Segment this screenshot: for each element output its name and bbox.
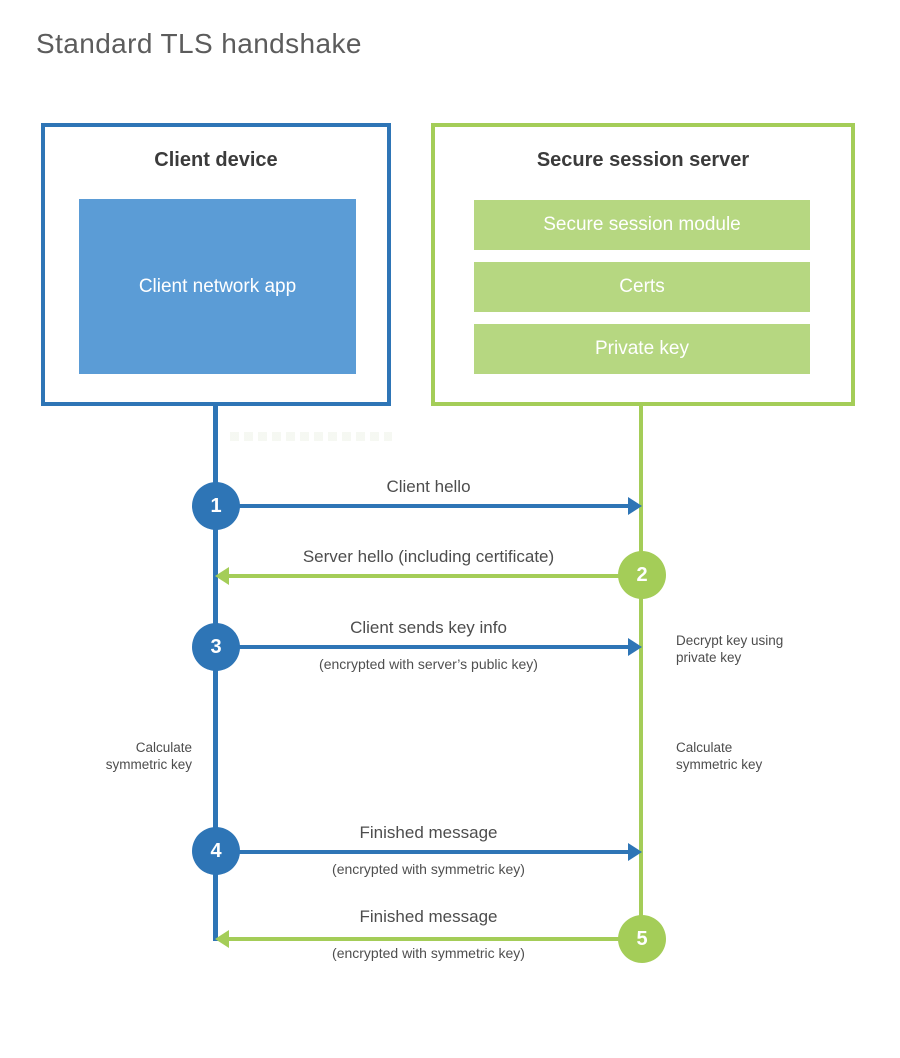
message-label: Client sends key info bbox=[350, 618, 507, 637]
message-label: Finished message bbox=[359, 823, 498, 842]
server-module-secure-session: Secure session module bbox=[474, 200, 810, 250]
arrow-shaft bbox=[228, 574, 642, 578]
step-circle: 5 bbox=[618, 915, 666, 963]
note-calculate-symmetric-right: Calculate symmetric key bbox=[676, 740, 763, 772]
message-label: Finished message bbox=[359, 907, 498, 926]
arrow-head-left-icon bbox=[215, 567, 229, 585]
message-sublabel: (encrypted with server’s public key) bbox=[319, 656, 538, 672]
client-device-title: Client device bbox=[154, 149, 278, 171]
server-lifeline bbox=[639, 405, 643, 939]
client-lifeline bbox=[213, 405, 218, 941]
server-module-private-key: Private key bbox=[474, 324, 810, 374]
message-arrow-left bbox=[215, 930, 642, 948]
arrow-head-right-icon bbox=[628, 497, 642, 515]
message-sublabel: (encrypted with symmetric key) bbox=[332, 861, 525, 877]
arrow-head-right-icon bbox=[628, 843, 642, 861]
arrow-head-left-icon bbox=[215, 930, 229, 948]
client-network-app-block: Client network app bbox=[79, 199, 356, 374]
server-module-certs: Certs bbox=[474, 262, 810, 312]
message-arrow-left bbox=[215, 567, 642, 585]
page-title: Standard TLS handshake bbox=[36, 28, 362, 59]
note-calculate-symmetric-left: Calculate symmetric key bbox=[105, 740, 192, 772]
message-arrow-right bbox=[215, 843, 642, 861]
client-device-box: Client device Client network app bbox=[41, 123, 391, 406]
secure-session-server-box: Secure session server Secure session mod… bbox=[431, 123, 855, 406]
message-arrow-right bbox=[215, 497, 642, 515]
step-circle: 2 bbox=[618, 551, 666, 599]
message-arrow-right bbox=[215, 638, 642, 656]
step-circle: 1 bbox=[192, 482, 240, 530]
faint-dashes-artifact bbox=[230, 432, 392, 441]
arrow-shaft bbox=[228, 937, 642, 941]
step-circle: 4 bbox=[192, 827, 240, 875]
step-circle: 3 bbox=[192, 623, 240, 671]
message-sublabel: (encrypted with symmetric key) bbox=[332, 945, 525, 961]
arrow-shaft bbox=[215, 645, 629, 649]
arrow-head-right-icon bbox=[628, 638, 642, 656]
arrow-shaft bbox=[215, 504, 629, 508]
arrow-shaft bbox=[215, 850, 629, 854]
server-title: Secure session server bbox=[536, 149, 750, 171]
message-label: Client hello bbox=[386, 477, 471, 496]
note-decrypt-key: Decrypt key using private key bbox=[676, 633, 784, 665]
message-label: Server hello (including certificate) bbox=[302, 547, 555, 566]
